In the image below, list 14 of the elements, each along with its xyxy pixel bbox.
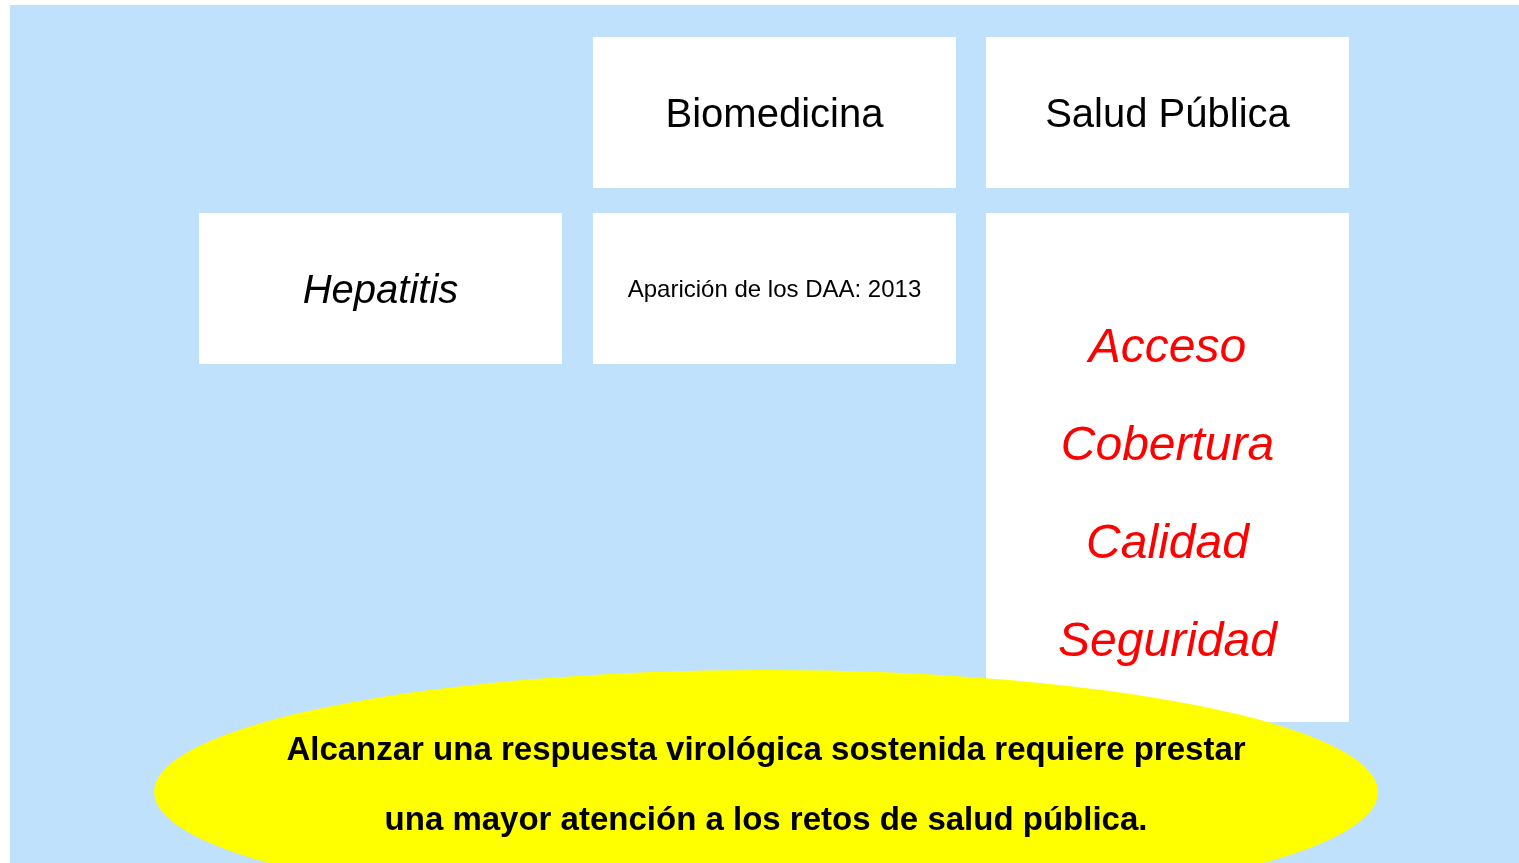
summary-text: Alcanzar una respuesta virológica sostenida requiere prestar una mayor atención a los retos de salud pública. <box>286 729 1246 839</box>
column-heading: Salud Pública <box>1045 89 1290 137</box>
list-item: Acceso <box>1088 318 1247 374</box>
text-box <box>593 213 956 364</box>
list-item: Seguridad <box>1058 612 1277 668</box>
list-item: Cobertura <box>1060 416 1275 472</box>
list-box <box>986 213 1349 722</box>
text-box <box>593 37 956 188</box>
row-heading: Hepatitis <box>302 265 459 313</box>
text-box <box>986 37 1349 188</box>
column-heading: Biomedicina <box>665 89 884 137</box>
list-item: Calidad <box>1086 514 1249 570</box>
cell-text: Aparición de los DAA: 2013 <box>627 273 922 304</box>
text-box <box>199 213 562 364</box>
